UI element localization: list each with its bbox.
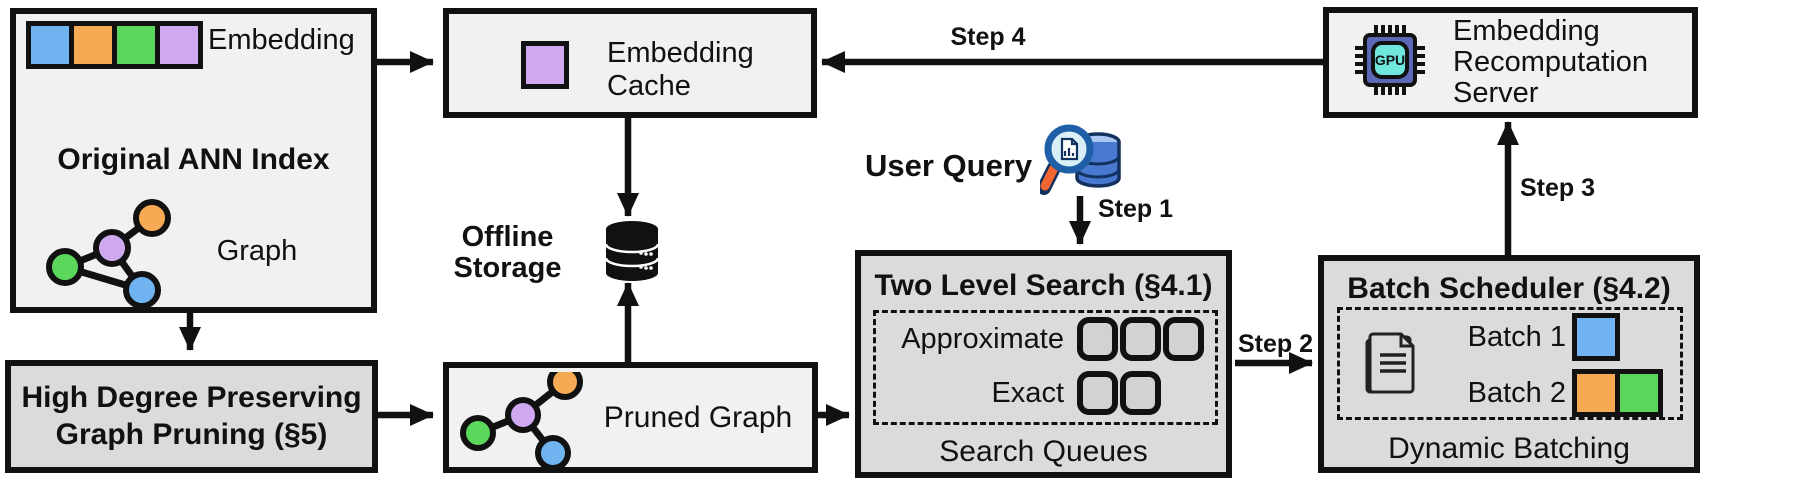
embedding-cache-box: Embedding Cache xyxy=(443,8,817,118)
step4-label: Step 4 xyxy=(950,23,1026,51)
gpu-chip-icon: GPU xyxy=(1355,25,1425,95)
graph-pruning-box: High Degree Preserving Graph Pruning (§5… xyxy=(5,360,378,473)
pruned-graph-label: Pruned Graph xyxy=(603,401,793,434)
approximate-queue-slots xyxy=(1077,317,1204,361)
gpu-text: GPU xyxy=(1375,52,1405,68)
queue-slot xyxy=(1163,317,1204,361)
dynamic-batching-caption: Dynamic Batching xyxy=(1388,432,1630,465)
batch-scheduler-box: Batch Scheduler (§4.2) Batch 1 Batch 2 xyxy=(1318,255,1700,473)
embedding-label: Embedding xyxy=(208,24,355,56)
documents-icon xyxy=(1365,332,1415,394)
step1-label: Step 1 xyxy=(1098,195,1174,223)
database-icon xyxy=(604,221,660,281)
user-query-label: User Query xyxy=(865,148,1033,183)
embedding-cell-green xyxy=(117,26,155,64)
pruned-graph-icon xyxy=(460,372,583,470)
batch2-label: Batch 2 xyxy=(1467,377,1566,409)
batch2-cell-orange xyxy=(1577,374,1615,412)
search-queues-caption: Search Queues xyxy=(939,435,1148,468)
recomputation-server-box: GPU Embedding Recomputation Server xyxy=(1323,7,1698,118)
recomputation-server-label: Embedding Recomputation Server xyxy=(1453,15,1649,109)
batch2-cell-green xyxy=(1620,374,1658,412)
batch1-cell-blue xyxy=(1577,318,1615,356)
batch1-squares xyxy=(1572,313,1620,361)
cached-embedding-icon xyxy=(521,41,569,89)
embedding-cache-label: Embedding Cache xyxy=(607,37,754,102)
original-ann-index-box: Embedding Original ANN Index Graph xyxy=(10,8,377,313)
dynamic-batching-panel: Batch 1 Batch 2 xyxy=(1337,307,1683,420)
queue-slot xyxy=(1120,371,1161,415)
embedding-cell-orange xyxy=(74,26,112,64)
embedding-cell-purple xyxy=(160,26,198,64)
approximate-queue-row: Approximate xyxy=(878,317,1204,361)
embedding-cell-blue xyxy=(31,26,69,64)
batch1-label: Batch 1 xyxy=(1467,321,1566,353)
queue-slot xyxy=(1077,371,1118,415)
embedding-vector-icon xyxy=(26,21,203,69)
graph-pruning-title: High Degree Preserving Graph Pruning (§5… xyxy=(21,381,362,451)
queue-slot xyxy=(1077,317,1118,361)
original-graph-icon xyxy=(46,199,171,309)
two-level-search-box: Two Level Search (§4.1) Approximate Exac… xyxy=(855,250,1232,478)
exact-label: Exact xyxy=(991,376,1064,409)
batch-scheduler-title: Batch Scheduler (§4.2) xyxy=(1347,272,1671,305)
exact-queue-row: Exact xyxy=(878,371,1161,415)
graph-label: Graph xyxy=(216,235,298,267)
pruned-graph-box: Pruned Graph xyxy=(443,362,818,473)
approximate-label: Approximate xyxy=(901,322,1064,355)
query-search-icon xyxy=(1040,124,1121,195)
two-level-search-title: Two Level Search (§4.1) xyxy=(874,269,1213,302)
step2-label: Step 2 xyxy=(1238,330,1314,358)
exact-queue-slots xyxy=(1077,371,1161,415)
step3-label: Step 3 xyxy=(1520,174,1596,202)
batch2-squares xyxy=(1572,369,1663,417)
offline-storage-label: Offline Storage xyxy=(453,221,562,284)
queue-slot xyxy=(1120,317,1161,361)
search-queues-panel: Approximate Exact xyxy=(873,310,1218,425)
original-ann-index-title: Original ANN Index xyxy=(57,143,330,176)
